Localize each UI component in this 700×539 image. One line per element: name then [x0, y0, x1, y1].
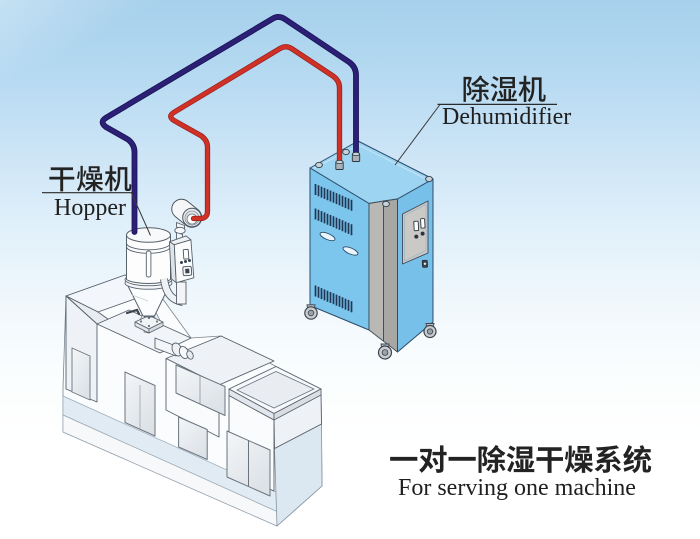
- svg-text:Dehumidifier: Dehumidifier: [442, 104, 571, 130]
- svg-text:For serving one machine: For serving one machine: [398, 475, 636, 501]
- svg-text:Hopper: Hopper: [54, 195, 126, 221]
